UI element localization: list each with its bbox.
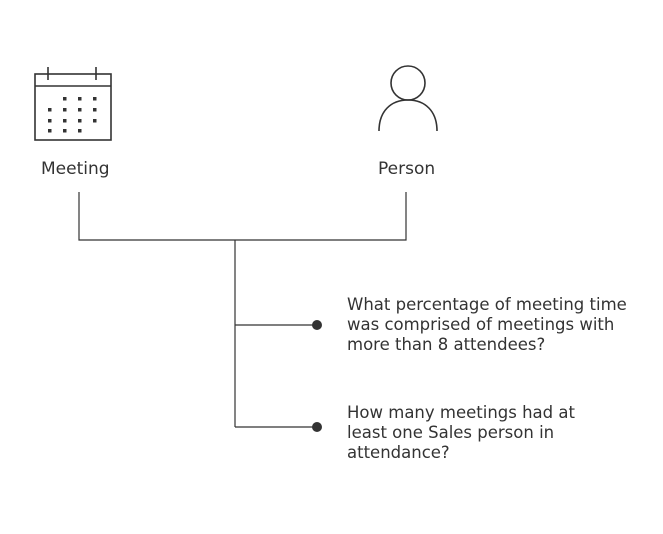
person-icon <box>377 64 439 132</box>
person-connector <box>235 192 407 241</box>
question-dot-1 <box>312 320 322 330</box>
question-2: How many meetings had at least one Sales… <box>347 403 575 462</box>
meeting-connector <box>78 192 235 241</box>
calendar-icon <box>33 66 113 142</box>
question-dot-2 <box>312 422 322 432</box>
entity-label-meeting: Meeting <box>41 159 110 179</box>
question-1: What percentage of meeting time was comp… <box>347 295 627 354</box>
entity-label-person: Person <box>378 159 436 179</box>
